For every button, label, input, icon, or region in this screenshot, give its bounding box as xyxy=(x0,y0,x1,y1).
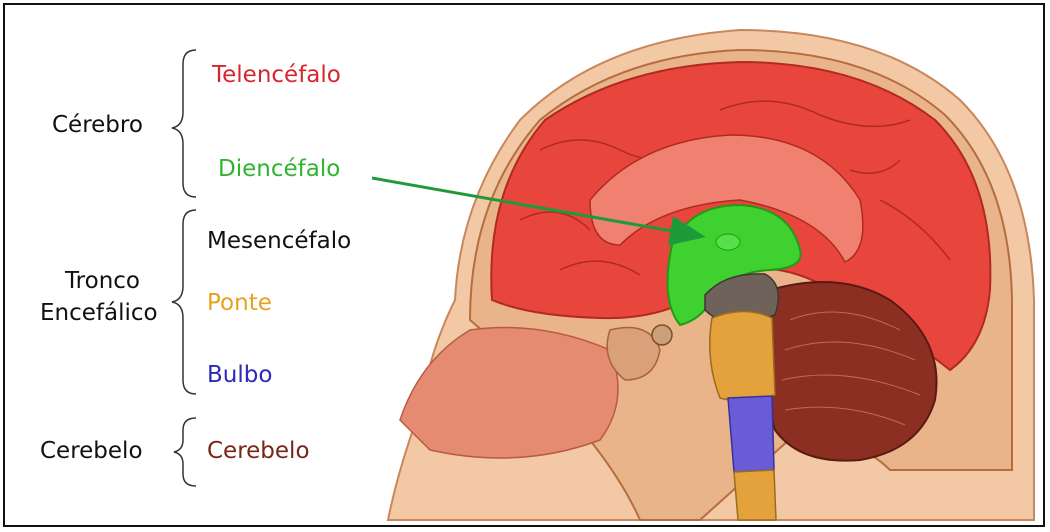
spinal-cord xyxy=(734,470,776,520)
pituitary xyxy=(652,325,672,345)
ponte-shape xyxy=(710,312,775,401)
nasal-region xyxy=(400,328,618,459)
bulbo-shape xyxy=(728,396,774,472)
thalamus-mark xyxy=(716,234,740,250)
